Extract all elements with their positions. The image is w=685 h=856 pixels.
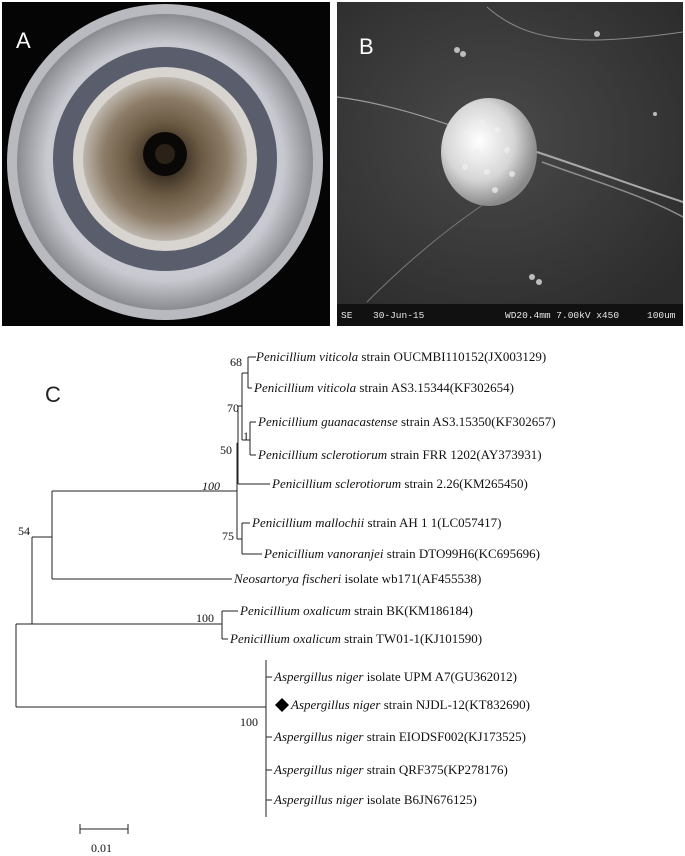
bootstrap-value: 1 — [243, 429, 249, 443]
sem-params: WD20.4mm 7.00kV x450 — [505, 310, 620, 321]
taxon-label: Aspergillus niger isolate B6JN676125) — [273, 792, 477, 807]
taxon-label: Penicillium sclerotiorum strain 2.26(KM2… — [271, 476, 528, 491]
taxon-label: Aspergillus niger strain QRF375(KP278176… — [273, 762, 508, 777]
petri-dish-photo — [7, 4, 323, 320]
bootstrap-value: 100 — [202, 479, 220, 493]
bootstrap-value: 54 — [18, 524, 30, 538]
colony-core-inner — [155, 144, 175, 164]
sem-info-bar: SE 30-Jun-15 WD20.4mm 7.00kV x450 100um — [337, 304, 683, 326]
bootstrap-value: 75 — [222, 529, 234, 543]
conidial-head — [441, 98, 537, 206]
sem-mode: SE — [341, 310, 353, 321]
panel-b-label: B — [359, 34, 374, 59]
tree-branches — [15, 356, 272, 817]
bootstrap-value: 68 — [230, 355, 242, 369]
taxon-label: Penicillium vanoranjei strain DTO99H6(KC… — [263, 546, 540, 561]
taxon-label: Penicillium mallochii strain AH 1 1(LC05… — [251, 515, 502, 530]
sem-date: 30-Jun-15 — [373, 310, 425, 321]
taxon-label: Penicillium sclerotiorum strain FRR 1202… — [257, 447, 542, 462]
taxon-label: Penicillium viticola strain OUCMBI110152… — [255, 349, 546, 364]
hypha-4 — [486, 6, 683, 41]
taxon-label: Aspergillus niger isolate UPM A7(GU36201… — [273, 669, 517, 684]
hypha-2 — [536, 151, 683, 203]
taxon-label: Aspergillus niger strain NJDL-12(KT83269… — [290, 697, 530, 712]
hypha-3 — [541, 161, 683, 218]
query-strain-marker-icon — [275, 698, 289, 712]
taxon-label: Aspergillus niger strain EIODSF002(KJ173… — [273, 729, 526, 744]
taxon-label: Penicillium oxalicum strain BK(KM186184) — [239, 603, 473, 618]
taxon-label: Penicillium oxalicum strain TW01-1(KJ101… — [229, 631, 482, 646]
taxon-label: Neosartorya fischeri isolate wb171(AF455… — [233, 571, 481, 586]
taxon-label: Penicillium viticola strain AS3.15344(KF… — [253, 380, 514, 395]
bootstrap-value: 100 — [196, 611, 214, 625]
taxon-label: Penicillium guanacastense strain AS3.153… — [257, 414, 556, 429]
phylogenetic-tree: Penicillium viticola strain OUCMBI110152… — [15, 349, 556, 855]
sem-micrograph — [337, 2, 683, 304]
panel-b-sem-image: B SE 30-Jun-15 WD20.4mm 7.00kV x450 100u… — [337, 2, 683, 326]
bootstrap-value: 70 — [227, 401, 239, 415]
panel-a-culture-plate: A — [2, 2, 330, 326]
panel-c-label: C — [45, 382, 61, 407]
scale-bar: 0.01 — [79, 824, 129, 855]
panel-a-label: A — [16, 28, 31, 53]
hypha-5 — [366, 201, 488, 303]
bootstrap-value: 50 — [220, 443, 232, 457]
scale-bar-label: 0.01 — [91, 841, 112, 855]
sem-scale: 100um — [647, 310, 676, 321]
bootstrap-value: 100 — [240, 715, 258, 729]
